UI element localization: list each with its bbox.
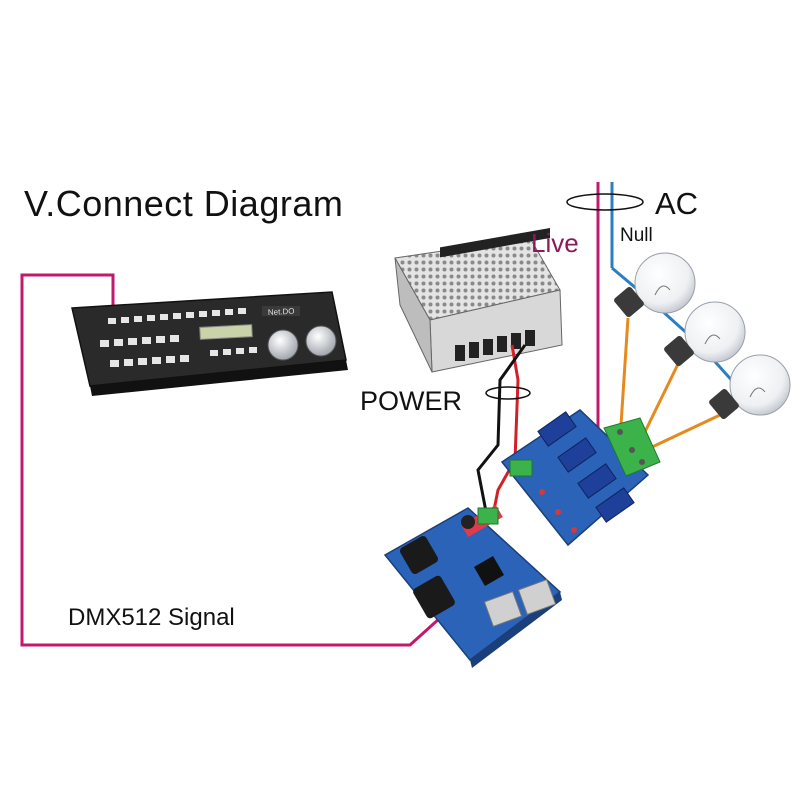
null-wire-lamp-run [611, 266, 747, 397]
dmx-signal-label: DMX512 Signal [68, 604, 235, 631]
dmx-signal-wire [20, 273, 442, 647]
null-label: Null [620, 225, 653, 246]
dmx-decoder-board [383, 504, 562, 668]
ac-cable-ring [566, 193, 644, 211]
live-label: Live [531, 228, 579, 258]
lamp-wire-1 [618, 317, 630, 441]
diagram-title: V.Connect Diagram [24, 183, 344, 224]
relay-board [500, 409, 661, 547]
light-bulb-1 [614, 252, 696, 318]
light-bulb-2 [664, 301, 746, 367]
controller-brand: Net.DO [268, 307, 295, 317]
ac-label: AC [655, 186, 699, 221]
lamp-wire-3 [649, 413, 721, 450]
power-wire-black [476, 344, 527, 523]
dmx-controller [71, 291, 348, 396]
power-supply [394, 228, 563, 373]
light-bulb-3 [709, 354, 791, 420]
power-cable-ring [485, 386, 531, 400]
lamp-wire-2 [638, 359, 682, 443]
power-label: POWER [360, 386, 463, 416]
